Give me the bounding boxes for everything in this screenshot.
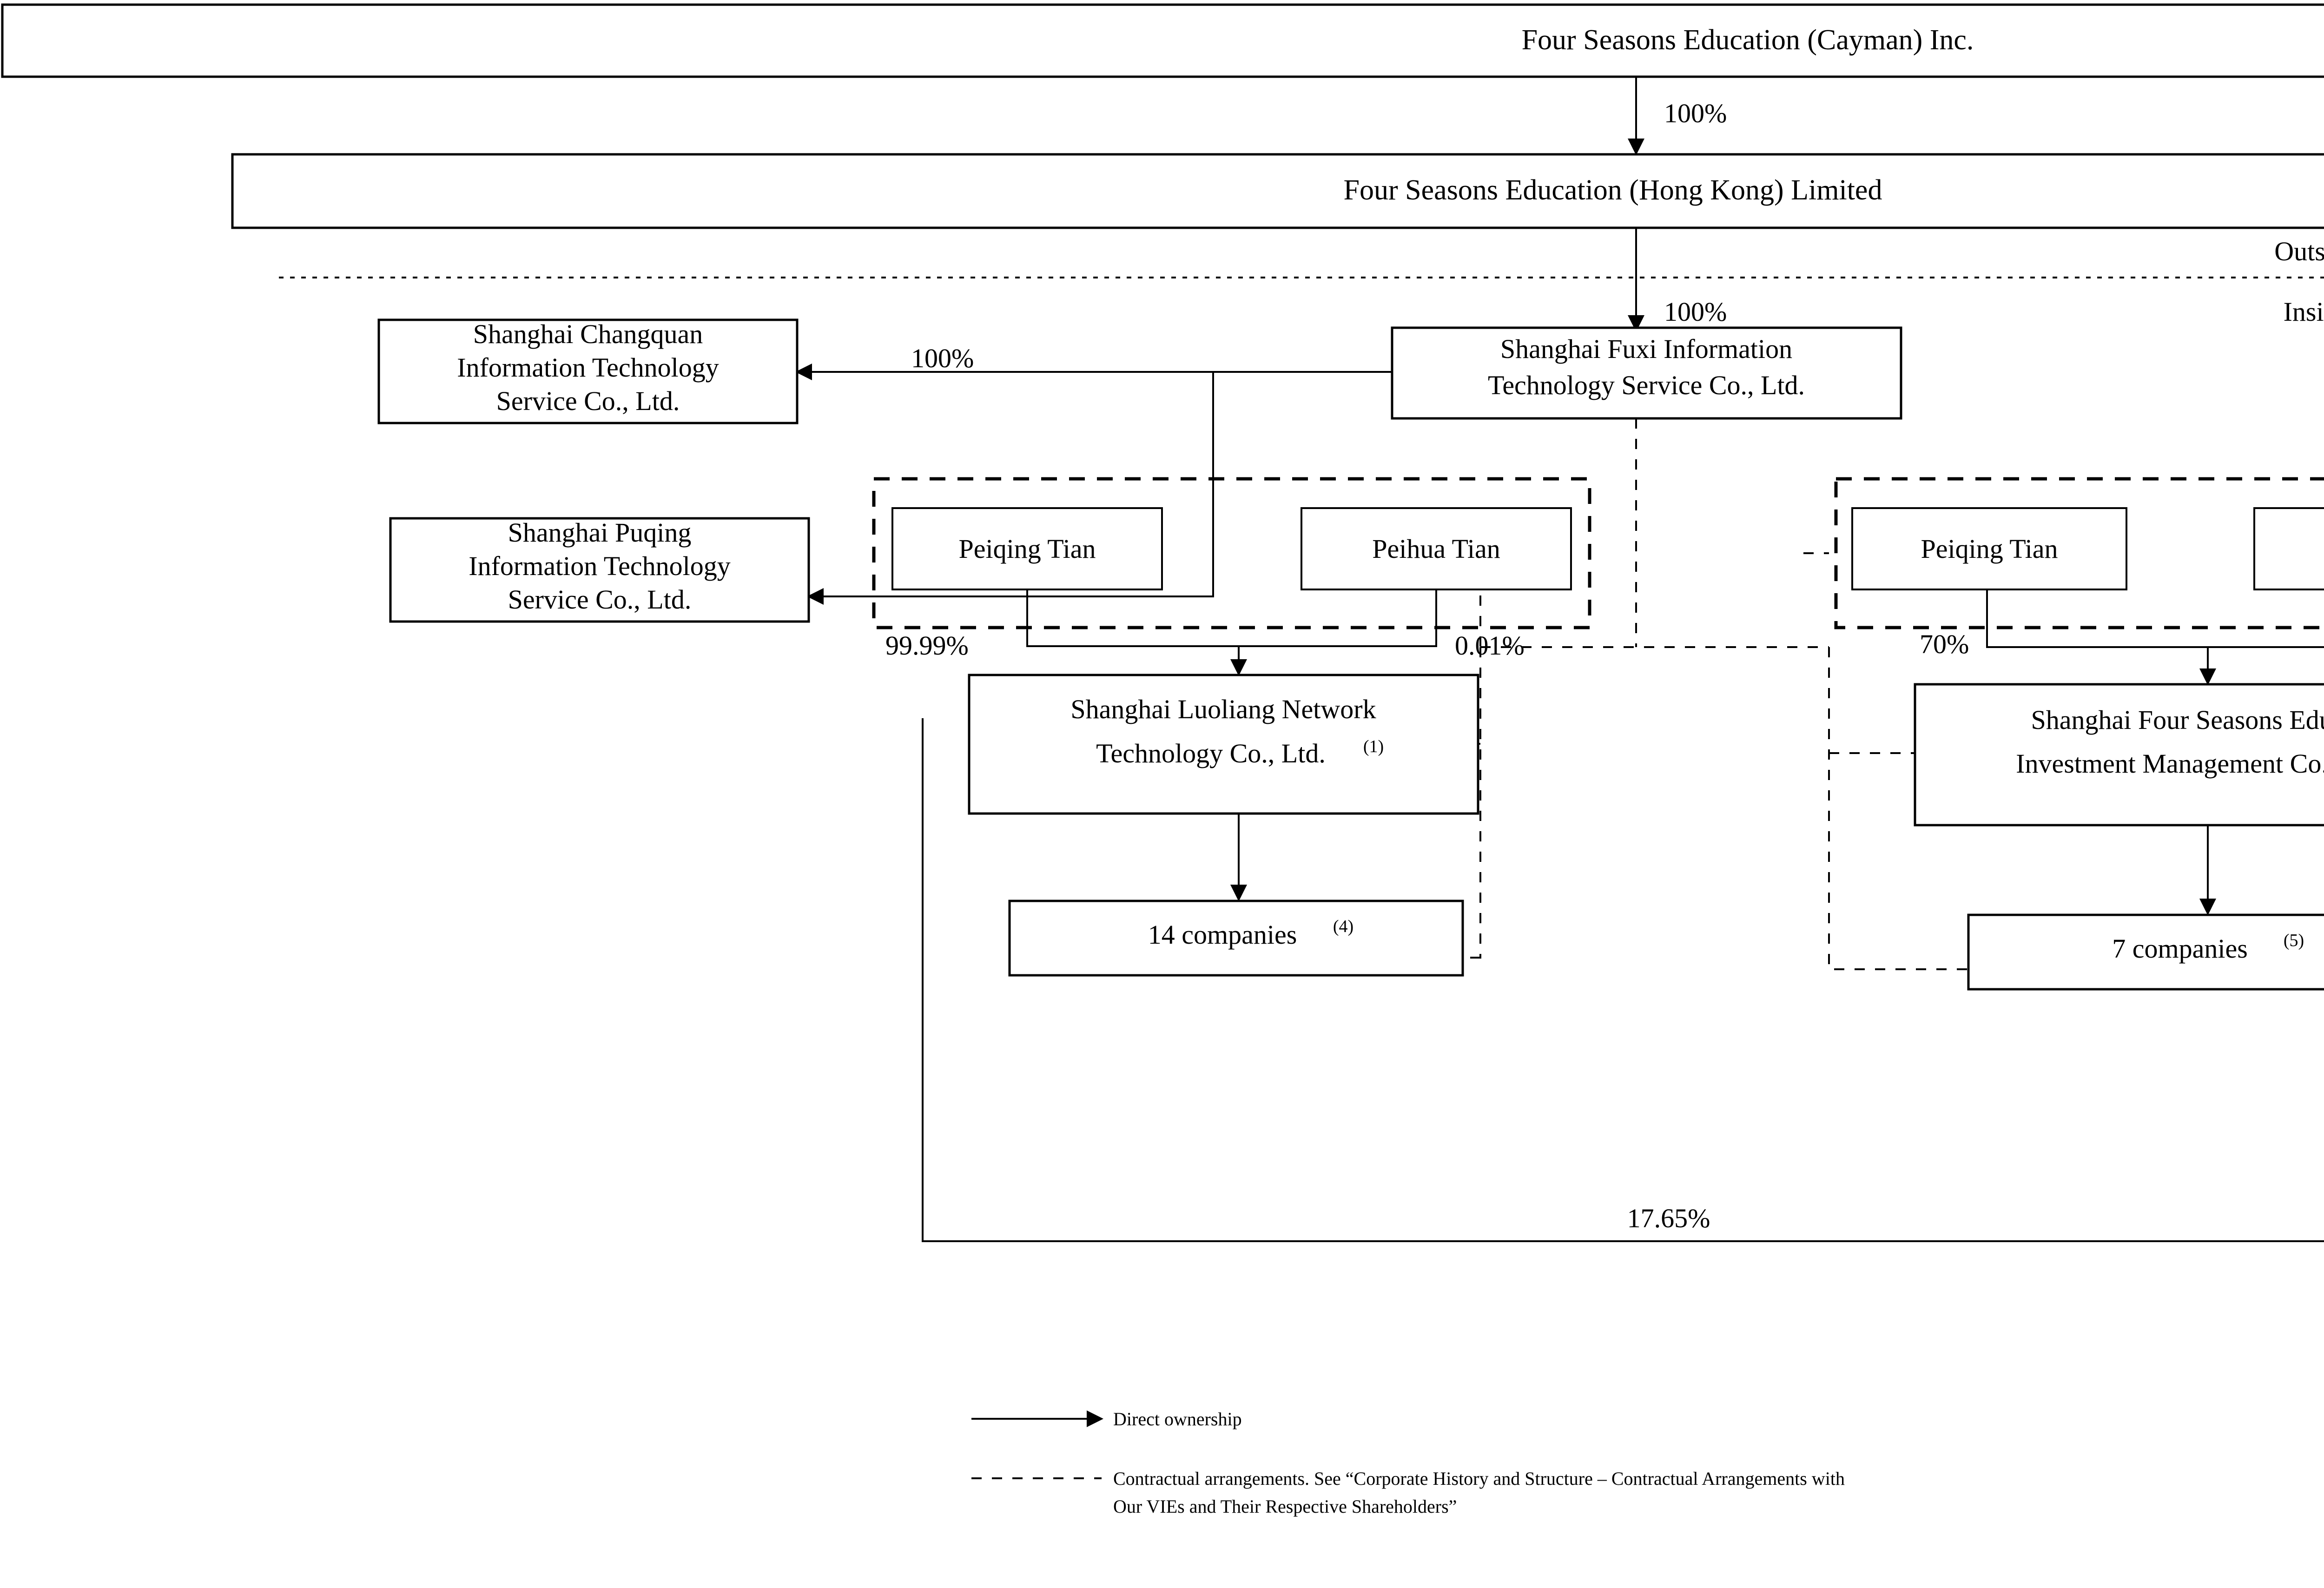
edge-label-peiqing-luoliang: 99.99%: [885, 630, 969, 661]
node-fsinvestment-line2: Investment Management Co., Ltd.: [2016, 748, 2324, 779]
node-companies14-label: 14 companies: [1148, 920, 1297, 950]
node-hongkong[interactable]: Four Seasons Education (Hong Kong) Limit…: [231, 153, 2324, 229]
node-companies14-note: (4): [1333, 917, 1353, 936]
node-cayman-label: Four Seasons Education (Cayman) Inc.: [1522, 24, 1974, 56]
edge-luoliang-gongda: [922, 718, 2324, 1242]
node-hongkong-label: Four Seasons Education (Hong Kong) Limit…: [1344, 174, 1882, 206]
edge-label-peihua-luoliang: 0.01%: [1455, 630, 1525, 661]
node-cayman[interactable]: Four Seasons Education (Cayman) Inc.: [1, 3, 2324, 78]
zone-label-inside-china: Inside China: [2284, 297, 2324, 327]
edge-peiqing-fsinv: [1986, 589, 2216, 685]
node-fsinvestment-line1: Shanghai Four Seasons Education: [2031, 705, 2324, 735]
node-puqing-line1: Shanghai Puqing: [508, 517, 692, 548]
node-companies7[interactable]: 7 companies (5): [1967, 913, 2324, 991]
legend-direct-ownership-label: Direct ownership: [1113, 1409, 1242, 1429]
node-luoliang-line2: Technology Co., Ltd.: [1096, 738, 1326, 768]
node-fuxi-line1: Shanghai Fuxi Information: [1500, 334, 1792, 364]
edge-label-hk-fuxi: 100%: [1664, 297, 1727, 327]
legend-contractual-label-line2: Our VIEs and Their Respective Shareholde…: [1113, 1496, 1457, 1517]
node-fuxi-line2: Technology Service Co., Ltd.: [1488, 370, 1805, 400]
legend-contractual-label-line1: Contractual arrangements. See “Corporate…: [1113, 1468, 1845, 1489]
zone-label-outside-china: Outside China: [2274, 236, 2324, 266]
node-peiqing-tian-right-label: Peiqing Tian: [1921, 534, 2058, 564]
node-puqing[interactable]: Shanghai Puqing Information Technology S…: [389, 517, 810, 623]
node-fsinvestment[interactable]: Shanghai Four Seasons Education Investme…: [1914, 683, 2324, 827]
node-changquan-line3: Service Co., Ltd.: [496, 386, 680, 416]
node-changquan-line2: Information Technology: [457, 352, 719, 383]
vie-group-right: [1834, 477, 2324, 629]
node-peiqing-tian-left-label: Peiqing Tian: [959, 534, 1096, 564]
node-changquan[interactable]: Shanghai Changquan Information Technolog…: [377, 318, 799, 424]
node-puqing-line2: Information Technology: [469, 551, 730, 581]
node-companies14[interactable]: 14 companies (4): [1008, 900, 1464, 977]
node-puqing-line3: Service Co., Ltd.: [508, 584, 692, 615]
edge-label-peiqing-fsinv: 70%: [1920, 629, 1969, 659]
edge-label-cayman-hk: 100%: [1664, 98, 1727, 128]
edge-peiqing-luoliang: [1026, 589, 1247, 676]
node-luoliang[interactable]: Shanghai Luoliang Network Technology Co.…: [968, 674, 1479, 815]
node-luoliang-note: (1): [1363, 737, 1384, 756]
vie-group-left: [872, 477, 1591, 629]
node-companies7-label: 7 companies: [2112, 933, 2248, 964]
node-companies7-note: (5): [2284, 931, 2304, 950]
node-fuxi[interactable]: Shanghai Fuxi Information Technology Ser…: [1391, 326, 1902, 420]
node-changquan-line1: Shanghai Changquan: [473, 319, 703, 349]
node-peihua-tian[interactable]: Peihua Tian: [1301, 507, 1572, 590]
edge-suhua-fsinv: [2208, 646, 2324, 648]
edge-label-fuxi-changquan: 100%: [911, 343, 974, 373]
node-peihua-tian-label: Peihua Tian: [1372, 534, 1500, 564]
node-peiqing-tian-left[interactable]: Peiqing Tian: [891, 507, 1163, 590]
contract-right-branch: [1828, 647, 2045, 970]
node-luoliang-line1: Shanghai Luoliang Network: [1070, 694, 1376, 724]
edge-fuxi-puqing: [807, 372, 1214, 605]
node-peiqing-tian-right[interactable]: Peiqing Tian: [1851, 507, 2127, 590]
edge-peihua-luoliang: [1239, 589, 1437, 647]
node-suhua-zhu[interactable]: Suhua Zhu: [2253, 507, 2324, 590]
edge-label-luoliang-gongda: 17.65%: [1627, 1203, 1710, 1233]
legend: Direct ownership Contractual arrangement…: [971, 1409, 1845, 1517]
